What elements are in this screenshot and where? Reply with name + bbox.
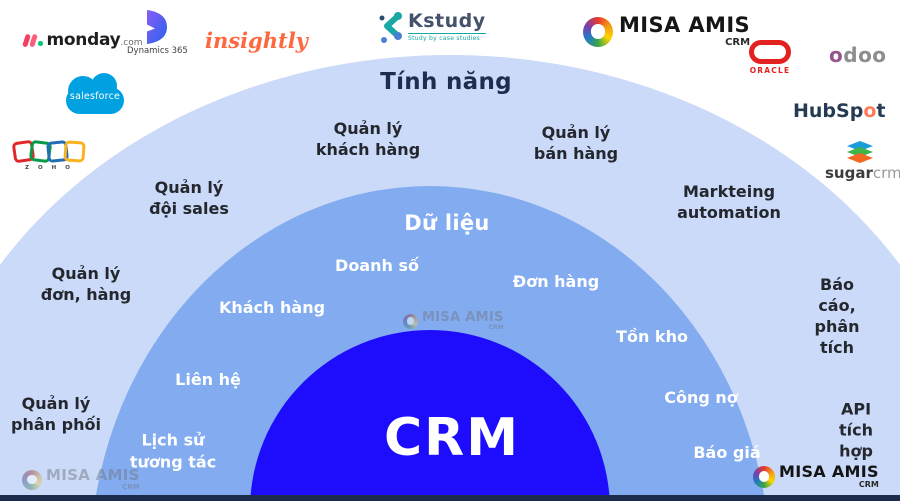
watermark-name: MISA AMIS [46,466,140,484]
sugarcrm-wordmark-bold: sugar [825,164,873,182]
data-quotes: Báo giá [693,443,761,463]
data-contacts: Liên hệ [175,370,241,390]
dynamics365-icon [147,10,167,44]
kstudy-tagline: Study by case studies [408,33,486,42]
monday-suffix: .com [120,37,143,48]
watermark-sub: CRM [122,483,140,491]
sugar-layer-icon [847,141,873,151]
kstudy-wordmark: Kstudy [408,10,486,32]
oracle-wordmark: ORACLE [749,66,791,75]
misa-swirl-icon [22,469,42,490]
crm-core-title: CRM [384,408,520,468]
misa-crm-label: CRM [725,37,751,48]
misa-crm-label: CRM [858,480,879,489]
watermark-name: MISA AMIS [422,310,504,325]
feature-distribution-mgmt: Quản lý phân phối [11,393,101,434]
feature-customer-mgmt: Quản lý khách hàng [315,118,421,159]
logo-misa-amis-top: MISA AMIS CRM [583,15,750,48]
logo-monday: monday .com [22,30,143,50]
hubspot-sprocket-o-icon: o [863,100,877,122]
monday-wordmark: monday [46,30,121,50]
logo-misa-amis-bottom-right: MISA AMIS CRM [753,464,879,489]
oracle-ring-icon [749,40,791,64]
data-inventory: Tồn kho [616,327,688,347]
data-debts: Công nợ [664,388,738,408]
logo-zoho: ZOHO [11,139,86,171]
feature-sales-mgmt: Quản lý bán hàng [533,122,619,163]
watermark-sub: CRM [488,324,504,331]
data-orders: Đơn hàng [512,272,600,292]
features-ring-title: Tính năng [380,69,512,95]
logo-dynamics365: Dynamics 365 [127,10,188,56]
salesforce-wordmark: salesforce [69,91,121,102]
misa-wordmark: MISA AMIS [619,13,751,37]
logo-insightly: insightly [205,28,308,53]
odoo-rest: doo [843,43,887,67]
hubspot-pre: HubSp [793,100,864,122]
misa-swirl-icon [583,16,613,47]
misa-swirl-icon [403,313,418,329]
kstudy-icon [379,12,402,43]
sugarcrm-wordmark-light: crm [872,164,900,182]
misa-swirl-icon [753,465,775,488]
watermark-misa-bottom-left: MISA AMIS CRM [22,468,140,491]
data-ring-title: Dữ liệu [404,211,490,235]
logo-kstudy: Kstudy Study by case studies [378,10,486,44]
feature-report-analytics: Báo cáo, phân tích [814,274,860,358]
data-interaction-history: Lịch sử tương tác [129,430,217,471]
data-revenue: Doanh số [335,256,419,276]
salesforce-cloud-icon [66,87,124,114]
bottom-bar [0,495,900,501]
misa-wordmark: MISA AMIS [779,462,879,481]
feature-order-mgmt: Quản lý đơn, hàng [40,263,132,304]
zoho-wordmark: ZOHO [25,165,79,171]
watermark-misa-center: MISA AMIS CRM [403,311,504,331]
sugar-layer-icon [847,147,873,157]
feature-salesteam-mgmt: Quản lý đội sales [149,177,229,218]
feature-marketing-automation: Markteing automation [677,181,781,222]
data-customers: Khách hàng [218,298,326,318]
logo-salesforce: salesforce [64,72,126,120]
zoho-square-icon [63,140,86,163]
logo-sugarcrm: sugarcrm [825,141,900,182]
dynamics365-label: Dynamics 365 [127,46,188,56]
logo-oracle: ORACLE [749,40,791,75]
sugar-layer-icon [847,153,873,163]
hubspot-post: t [876,100,886,122]
monday-dot-icon [38,41,43,46]
feature-api-integration: API tích hợp [838,399,874,461]
logo-hubspot: HubSpot [793,100,885,122]
logo-odoo: odoo [829,43,887,67]
odoo-first-o: o [829,43,844,67]
insightly-wordmark: insightly [205,28,308,53]
